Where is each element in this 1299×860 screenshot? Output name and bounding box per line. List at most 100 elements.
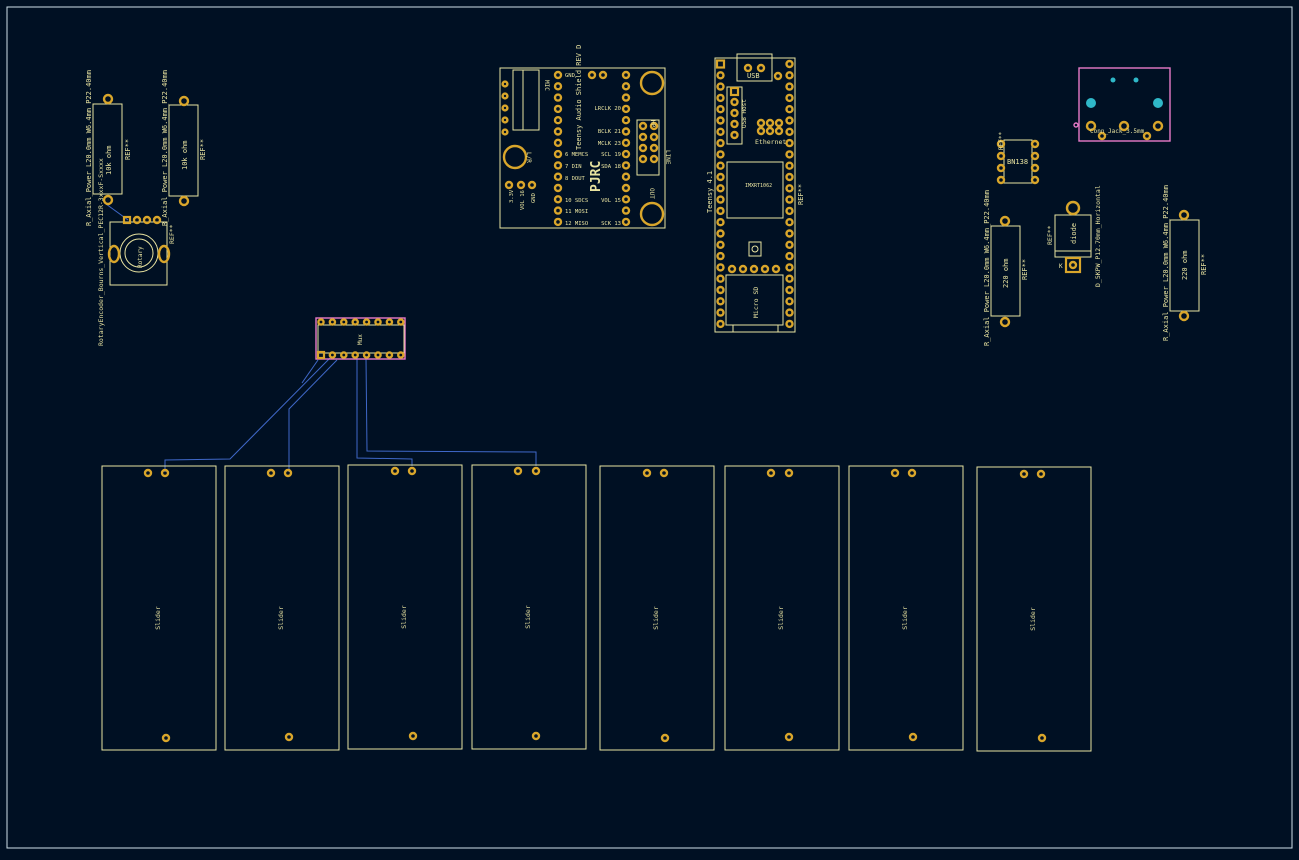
mux-pin[interactable] — [316, 350, 326, 360]
shield-top-pad[interactable] — [587, 70, 597, 80]
shield-left-pad[interactable] — [553, 183, 563, 193]
shield-left-pad[interactable] — [553, 161, 563, 170]
shield-right-pad[interactable] — [621, 161, 631, 170]
teensy-bottom-pad[interactable] — [771, 264, 781, 274]
shield-mic-pad[interactable] — [501, 104, 509, 112]
mux-pin[interactable] — [396, 351, 405, 359]
mux-pin[interactable] — [362, 318, 371, 326]
shield-hp-pad[interactable] — [638, 154, 648, 164]
teensy-pin[interactable] — [716, 251, 725, 261]
resistor-left-2[interactable]: R_Axial_Power_L20.0mm_W6.4mm_P22.40mm 10… — [161, 70, 207, 226]
teensy-pin[interactable] — [785, 263, 794, 272]
teensy-pin[interactable] — [785, 308, 794, 317]
shield-right-pad[interactable] — [621, 217, 631, 227]
shield-right-pad[interactable] — [621, 82, 631, 91]
slider-pad[interactable] — [907, 468, 917, 478]
shield-hp-pad[interactable] — [649, 132, 659, 142]
slider-4[interactable]: Slider — [471, 464, 587, 750]
teensy-pin[interactable] — [716, 116, 725, 125]
shield-hp-pad[interactable] — [638, 143, 648, 153]
shield-left-pad[interactable] — [553, 93, 563, 102]
teensy-pin[interactable] — [716, 150, 725, 159]
teensy-bottom-pad[interactable] — [749, 264, 759, 274]
teensy-pin[interactable] — [716, 206, 725, 216]
teensy-pin[interactable] — [785, 274, 794, 283]
rotary-encoder[interactable]: Rotary RotaryEncoder_Bourns_Vertical_PEC… — [97, 158, 176, 346]
teensy-pin[interactable] — [716, 184, 725, 193]
teensy-bottom-pad[interactable] — [738, 264, 748, 274]
mux-pin[interactable] — [317, 318, 325, 326]
slider-wiper-pad[interactable] — [908, 732, 918, 742]
shield-left-pad[interactable] — [553, 104, 563, 114]
shield-mic-pad[interactable] — [501, 80, 509, 88]
teensy-pin[interactable] — [716, 93, 725, 103]
encoder-mount-pad-right[interactable] — [157, 244, 171, 264]
shield-left-pad[interactable] — [553, 172, 563, 181]
teensy-pin[interactable] — [716, 195, 725, 204]
mux-ic[interactable]: Mux — [315, 317, 406, 360]
shield-hp-pad[interactable] — [649, 121, 659, 131]
slider-6[interactable]: Slider — [724, 465, 840, 751]
mux-pin[interactable] — [351, 351, 360, 359]
shield-right-pad[interactable] — [621, 104, 631, 114]
slider-pad[interactable] — [766, 468, 776, 478]
shield-left-pad[interactable] — [553, 115, 563, 125]
teensy-usb-pad[interactable] — [756, 63, 766, 73]
teensy-pin[interactable] — [785, 93, 794, 103]
shield-hp-pad[interactable] — [638, 121, 648, 131]
shield-left-pad[interactable] — [553, 127, 563, 136]
teensy-usb-host-pad[interactable] — [730, 97, 739, 107]
shield-right-pad[interactable] — [621, 149, 631, 159]
teensy-pin[interactable] — [716, 172, 725, 182]
teensy-pin[interactable] — [785, 127, 794, 137]
teensy-pin[interactable] — [716, 240, 725, 250]
audio-jack[interactable]: Conn_Jack_3.5mm — [1073, 67, 1171, 142]
teensy-pin[interactable] — [785, 251, 794, 261]
shield-left-pad[interactable] — [553, 217, 563, 227]
teensy-pin[interactable] — [785, 195, 794, 204]
shield-right-pad[interactable] — [621, 172, 631, 181]
shield-left-pad[interactable] — [553, 195, 563, 204]
resistor-left-2-pad-2[interactable] — [178, 195, 190, 207]
diode[interactable]: diode D_5KPW_P12.70mm_Horizontal REF** K — [1046, 185, 1102, 287]
slider-pad[interactable] — [266, 468, 276, 478]
teensy-pin[interactable] — [715, 59, 726, 69]
teensy-ethernet-pad[interactable] — [774, 126, 784, 136]
slider-pad[interactable] — [283, 468, 293, 478]
slider-pad[interactable] — [784, 468, 794, 478]
teensy-pin[interactable] — [785, 240, 794, 250]
slider-5[interactable]: Slider — [599, 465, 715, 751]
teensy-ethernet-pad[interactable] — [774, 118, 784, 128]
slider-pad[interactable] — [890, 468, 900, 478]
mux-pin[interactable] — [396, 318, 405, 326]
teensy-pin[interactable] — [716, 263, 725, 272]
shield-left-pad[interactable] — [553, 70, 563, 80]
teensy-ethernet-pad[interactable] — [756, 118, 766, 128]
shield-top-pad[interactable] — [598, 70, 608, 80]
slider-pad[interactable] — [160, 468, 170, 478]
shield-hp-pad[interactable] — [649, 154, 659, 164]
mux-pin[interactable] — [362, 351, 371, 359]
teensy-pin[interactable] — [716, 274, 725, 283]
shield-mic-pad[interactable] — [501, 116, 509, 124]
slider-pad[interactable] — [642, 468, 652, 478]
slider-pad[interactable] — [659, 468, 669, 478]
teensy-pin[interactable] — [716, 71, 725, 80]
encoder-mount-pad-left[interactable] — [107, 244, 121, 264]
resistor-right-2[interactable]: R_Axial_Power_L20.0mm_W6.4mm_P22.40mm 22… — [1162, 185, 1208, 341]
teensy-pin[interactable] — [716, 217, 725, 227]
slider-wiper-pad[interactable] — [1037, 733, 1047, 743]
teensy-pin[interactable] — [785, 297, 794, 306]
teensy-pin[interactable] — [716, 308, 725, 317]
shield-left-pad[interactable] — [553, 138, 563, 148]
slider-pad[interactable] — [143, 468, 153, 478]
bn138-ic[interactable]: BN138 REF** — [996, 132, 1040, 185]
shield-left-pad[interactable] — [553, 149, 563, 159]
teensy-pin[interactable] — [785, 116, 794, 125]
mux-pin[interactable] — [328, 318, 337, 326]
shield-right-pad[interactable] — [621, 115, 631, 125]
teensy-ethernet-pad[interactable] — [756, 126, 766, 136]
teensy-pin[interactable] — [785, 150, 794, 159]
teensy-pin[interactable] — [785, 319, 794, 329]
